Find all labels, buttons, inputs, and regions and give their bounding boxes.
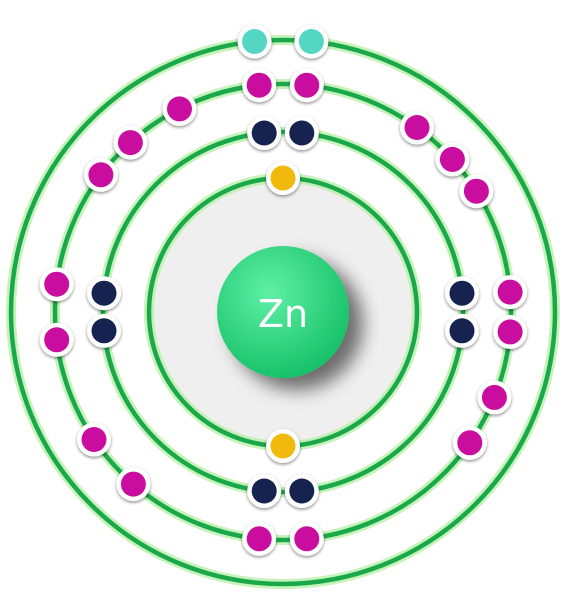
electron-dot — [270, 165, 296, 191]
electron-shell3-17 — [477, 380, 512, 415]
electron-dot — [457, 430, 483, 456]
electron-shell3-18 — [452, 425, 487, 460]
electron-shell3-14 — [459, 174, 494, 209]
electron-dot — [481, 384, 507, 410]
electron-shell3-5 — [83, 157, 118, 192]
electron-dot — [88, 162, 114, 188]
electron-shell3-9 — [116, 467, 151, 502]
electron-shell3-2 — [289, 68, 324, 103]
element-symbol: Zn — [258, 292, 308, 336]
electron-shell4-1 — [237, 24, 272, 59]
electron-dot — [497, 319, 523, 345]
electron-shell3-7 — [39, 267, 74, 302]
electron-shell2-8 — [284, 474, 319, 508]
electron-shell2-7 — [247, 474, 282, 508]
electron-shell3-4 — [113, 125, 148, 160]
electron-shell3-13 — [435, 142, 470, 177]
electron-dot — [91, 280, 117, 306]
electron-shell2-6 — [87, 276, 121, 311]
electron-shell3-10 — [242, 521, 277, 556]
electron-shell3-11 — [289, 521, 324, 556]
electron-dot — [120, 471, 146, 497]
electron-shell3-12 — [400, 110, 434, 145]
electron-dot — [294, 72, 320, 98]
electron-dot — [449, 280, 475, 306]
electron-dot — [289, 478, 315, 504]
electron-dot — [44, 327, 70, 353]
electron-dot — [439, 146, 465, 172]
electron-dot — [294, 526, 320, 552]
electron-dot — [449, 318, 475, 344]
electron-dot — [167, 96, 192, 122]
electron-shell3-16 — [493, 314, 528, 349]
electron-shell3-6 — [39, 322, 74, 357]
electron-dot — [91, 318, 117, 344]
electron-dot — [246, 526, 272, 552]
shell-3 — [52, 81, 514, 543]
electron-shell2-3 — [445, 276, 479, 311]
electron-shell2-1 — [247, 116, 282, 150]
electron-shell2-2 — [284, 116, 319, 150]
electron-dot — [251, 120, 277, 146]
electron-shell3-8 — [77, 422, 111, 457]
electron-dot — [497, 279, 523, 305]
electron-dot — [44, 271, 70, 297]
electron-shell2-5 — [87, 313, 121, 348]
electron-dot — [81, 427, 107, 452]
electron-shell3-1 — [242, 68, 277, 103]
electron-shell3-15 — [493, 275, 528, 310]
electron-dot — [404, 115, 430, 140]
shell-4 — [8, 37, 558, 587]
electron-shell4-2 — [294, 24, 329, 59]
electron-dot — [251, 478, 277, 504]
electron-dot — [270, 433, 296, 459]
electron-shell2-4 — [445, 313, 479, 348]
electron-dot — [242, 29, 268, 54]
electron-dot — [117, 130, 143, 156]
electron-dot — [298, 29, 324, 54]
electron-shell3-3 — [162, 91, 197, 126]
electron-dot — [463, 178, 489, 204]
nucleus — [217, 246, 349, 378]
shell-2 — [100, 129, 466, 495]
electron-dot — [289, 120, 315, 146]
electron-shell1-2 — [266, 429, 300, 463]
electron-dot — [246, 72, 272, 98]
electron-shell1-1 — [266, 161, 300, 195]
